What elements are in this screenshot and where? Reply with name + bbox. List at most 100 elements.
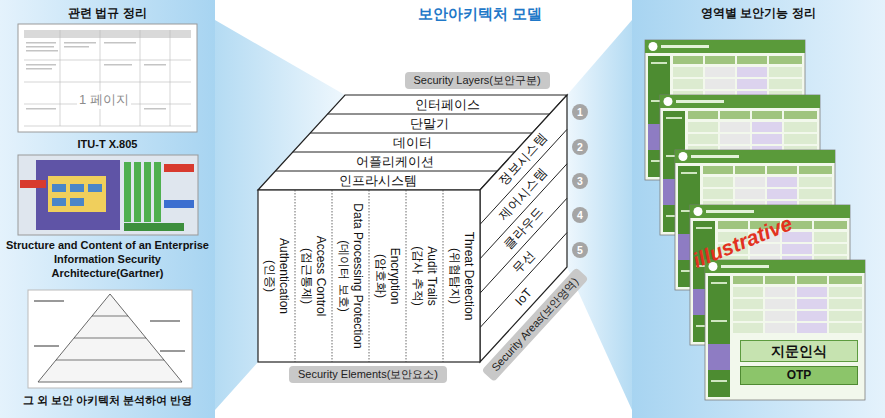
layer-band: 데이터 bbox=[390, 135, 435, 151]
text-stripe bbox=[64, 42, 96, 44]
element-column: Encryption(암호화) bbox=[369, 190, 406, 362]
pyramid-line bbox=[92, 316, 128, 317]
feature-name: OTP bbox=[741, 367, 857, 384]
text-stripe bbox=[26, 50, 58, 52]
picture-part bbox=[124, 223, 184, 231]
text-stripe bbox=[144, 108, 166, 110]
table-line bbox=[170, 30, 171, 126]
node-text: 3 bbox=[572, 173, 588, 189]
text-stripe bbox=[26, 68, 52, 70]
cube-front-face bbox=[258, 190, 480, 362]
node-text: 단말기 bbox=[410, 116, 449, 132]
text-holder: 그 외 보안 아키텍처 분석하여 반영 bbox=[5, 393, 210, 407]
pyramid-line bbox=[74, 338, 146, 339]
picture-part bbox=[52, 184, 66, 192]
picture-part bbox=[144, 162, 151, 222]
callout-number: 2 bbox=[572, 139, 588, 155]
panel-heading: 관련 법규 정리 bbox=[5, 6, 210, 21]
picture-part bbox=[52, 198, 66, 206]
left-panel-ground bbox=[0, 0, 215, 418]
rotated-text: Access Control(접근통제) bbox=[300, 194, 328, 358]
element-name: (암호화) bbox=[374, 194, 388, 358]
text-holder: ITU-T X.805 bbox=[5, 137, 210, 151]
rotated-text: Data Processing Protection(데이터 보호) bbox=[337, 194, 365, 358]
element-column: Audit Trails(감사 추적) bbox=[406, 190, 443, 362]
node-text: 인터페이스 bbox=[415, 97, 480, 113]
column-line bbox=[369, 190, 370, 362]
element-column: Authentication(인증) bbox=[258, 190, 295, 362]
text-holder: 영역별 보안기능 정리 bbox=[637, 6, 880, 21]
node-text: Security Layers(보안구분) bbox=[414, 73, 541, 88]
node-text: 2 bbox=[572, 139, 588, 155]
function-panel: 영역별 보안기능 정리지문인식OTP bbox=[632, 0, 885, 418]
table-header bbox=[24, 30, 191, 38]
element-name: Audit Trails bbox=[425, 194, 439, 358]
picture-part bbox=[134, 162, 141, 222]
element-name: Authentication bbox=[277, 194, 291, 358]
picture-part bbox=[154, 162, 161, 222]
column-line bbox=[332, 190, 333, 362]
feature-box: OTP bbox=[740, 366, 858, 385]
text-stripe bbox=[104, 42, 136, 44]
rotated-text: Encryption(암호화) bbox=[374, 194, 402, 358]
text-stripe bbox=[144, 64, 166, 66]
picture-part bbox=[164, 164, 194, 172]
band-line bbox=[328, 114, 550, 115]
pyramid bbox=[38, 294, 182, 382]
diagram-title: 보안아키텍처 모델 bbox=[418, 5, 542, 24]
text-stripe bbox=[34, 300, 64, 302]
text-holder: 관련 법규 정리 bbox=[5, 6, 210, 21]
callout-number: 3 bbox=[572, 173, 588, 189]
element-name: Encryption bbox=[388, 194, 402, 358]
element-name: (인증) bbox=[263, 194, 277, 358]
text-stripe bbox=[26, 64, 56, 66]
column-line bbox=[406, 190, 407, 362]
source-panel: 관련 법규 정리 ITU-T X.805Structure and Content… bbox=[0, 0, 215, 418]
element-column: Data Processing Protection(데이터 보호) bbox=[332, 190, 369, 362]
text-holder: Structure and Content of an Enterprise I… bbox=[5, 238, 210, 280]
layer-band: 인터페이스 bbox=[412, 97, 483, 113]
band-line bbox=[275, 171, 497, 172]
callout-number: 4 bbox=[572, 207, 588, 223]
text-stripe bbox=[150, 320, 180, 322]
text-stripe bbox=[34, 345, 59, 347]
table-line bbox=[60, 30, 61, 126]
axis-label: Security Layers(보안구분) bbox=[405, 72, 550, 89]
element-name: Data Processing Protection bbox=[351, 194, 365, 358]
column-line bbox=[443, 190, 444, 362]
node-text: 5 bbox=[572, 242, 588, 258]
rotated-text: Authentication(인증) bbox=[263, 194, 291, 358]
picture-part bbox=[70, 198, 84, 206]
panel-heading: 영역별 보안기능 정리 bbox=[637, 6, 880, 21]
picture-part bbox=[20, 180, 46, 188]
text-stripe bbox=[26, 108, 56, 110]
element-name: (감사 추적) bbox=[411, 194, 425, 358]
node-text: 1 bbox=[572, 104, 588, 120]
picture-part bbox=[70, 184, 84, 192]
table-line bbox=[24, 60, 191, 61]
picture-part bbox=[164, 200, 194, 208]
rotated-text: Audit Trails(감사 추적) bbox=[411, 194, 439, 358]
text-stripe bbox=[64, 46, 89, 48]
table-line bbox=[24, 126, 191, 127]
band-line bbox=[310, 133, 532, 134]
table-line bbox=[24, 82, 191, 83]
strip-line bbox=[480, 129, 567, 224]
band-line bbox=[293, 152, 515, 153]
axis-label: Security Elements(보안요소) bbox=[289, 366, 447, 383]
callout-number: 5 bbox=[572, 242, 588, 258]
pyramid-picture bbox=[28, 290, 192, 388]
funnel bbox=[567, 20, 632, 410]
layer-band: 어플리케이션 bbox=[353, 154, 437, 170]
layer-band: 단말기 bbox=[407, 116, 452, 132]
text-stripe bbox=[104, 64, 132, 66]
element-name: (데이터 보호) bbox=[337, 194, 351, 358]
node-text: 어플리케이션 bbox=[356, 154, 434, 170]
element-name: (접근통제) bbox=[300, 194, 314, 358]
node-text: 데이터 bbox=[393, 135, 432, 151]
document-thumbnail bbox=[18, 24, 197, 132]
picture-part bbox=[124, 162, 131, 222]
text-stripe bbox=[26, 42, 56, 44]
picture-part bbox=[36, 160, 120, 230]
element-name: (위협탐지) bbox=[448, 194, 462, 358]
